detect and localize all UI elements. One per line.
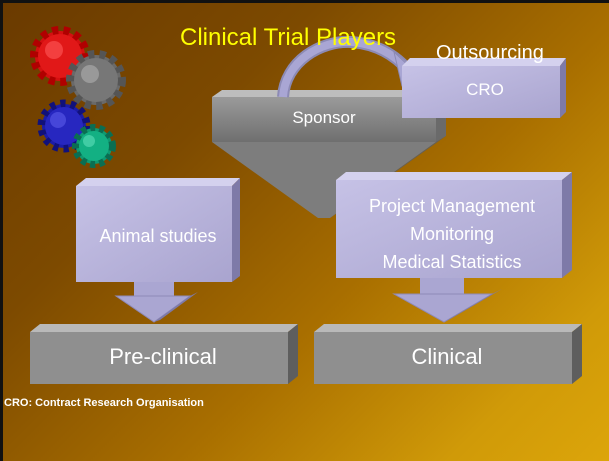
clinical-block: [314, 324, 582, 384]
preclinical-label: Pre-clinical: [109, 344, 217, 369]
function-medical-statistics: Medical Statistics: [382, 252, 522, 272]
animal-studies-label: Animal studies: [99, 226, 217, 246]
preclinical-block: [30, 324, 298, 384]
cro-label: CRO: [466, 80, 504, 99]
sponsor-label: Sponsor: [292, 108, 356, 127]
function-project-management: Project Management: [368, 196, 536, 216]
slide-title: Clinical Trial Players: [180, 24, 397, 51]
grey-gear-icon: [66, 50, 126, 110]
outsourcing-label: Outsourcing: [436, 42, 544, 64]
cro-box: [402, 58, 566, 118]
function-monitoring: Monitoring: [409, 224, 495, 244]
sponsor-functions-list: Project Management Monitoring Medical St…: [340, 192, 564, 276]
cro-footnote: CRO: Contract Research Organisation: [4, 397, 204, 409]
animal-studies-box: [76, 178, 240, 323]
clinical-label: Clinical: [411, 344, 483, 369]
green-gear-icon: [72, 124, 116, 168]
sponsor-functions-box: [336, 172, 572, 323]
